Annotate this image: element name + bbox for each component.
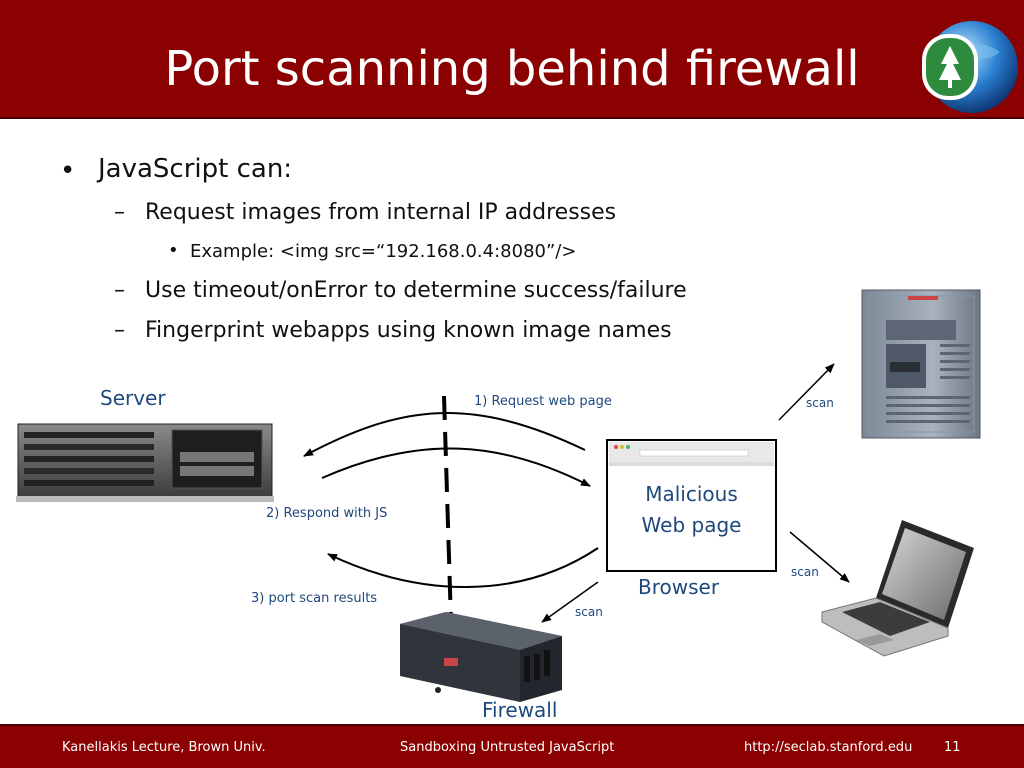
- step-2-label: 2) Respond with JS: [266, 506, 388, 521]
- sub-bullet-fingerprint: Fingerprint webapps using known image na…: [145, 318, 672, 343]
- footer-bar: [0, 724, 1024, 768]
- dash-2: –: [114, 278, 125, 303]
- browser-label: Browser: [638, 575, 720, 599]
- page-number: 11: [944, 740, 961, 755]
- example-img-tag: Example: <img src=“192.168.0.4:8080”/>: [190, 241, 577, 262]
- arrow-respond-to-browser: [321, 447, 591, 487]
- laptop-image: [821, 520, 974, 657]
- firewall-image: [400, 612, 562, 702]
- tower-server-image: [861, 289, 981, 439]
- server-label: Server: [100, 386, 166, 410]
- sub-bullet-timeout: Use timeout/onError to determine success…: [145, 278, 687, 303]
- arrow-results-to-server: [327, 547, 599, 588]
- server-image: [16, 423, 274, 502]
- arrow-request-to-server: [303, 412, 586, 457]
- diagram-canvas: [16, 289, 981, 702]
- firewall-label: Firewall: [482, 698, 558, 722]
- browser-window: [606, 439, 777, 572]
- dash-1: –: [114, 200, 125, 225]
- title-bar: [0, 0, 1024, 119]
- arrow-scan-firewall: [541, 581, 599, 623]
- step-1-label: 1) Request web page: [474, 394, 612, 409]
- dash-3: –: [114, 318, 125, 343]
- footer-center-text: Sandboxing Untrusted JavaScript: [400, 740, 615, 755]
- arrow-scan-laptop: [789, 531, 850, 583]
- sub-bullet-request-images: Request images from internal IP addresse…: [145, 200, 617, 225]
- malicious-page-line1: Malicious: [645, 482, 738, 506]
- bullet-dot: •: [60, 156, 76, 186]
- arrow-scan-tower: [778, 363, 835, 421]
- malicious-page-line2: Web page: [641, 513, 742, 537]
- stanford-logo: [922, 21, 1018, 113]
- scan-label-tower: scan: [806, 396, 834, 410]
- step-3-label: 3) port scan results: [251, 591, 378, 606]
- scan-label-firewall: scan: [575, 605, 603, 619]
- footer-left-text: Kanellakis Lecture, Brown Univ.: [62, 740, 266, 755]
- slide-title: Port scanning behind firewall: [164, 41, 860, 97]
- firewall-boundary-line: [442, 395, 453, 623]
- bullet-javascript-can: JavaScript can:: [98, 154, 293, 184]
- bullet-dot-small: •: [168, 240, 179, 261]
- footer-url: http://seclab.stanford.edu: [744, 740, 913, 755]
- scan-label-laptop: scan: [791, 565, 819, 579]
